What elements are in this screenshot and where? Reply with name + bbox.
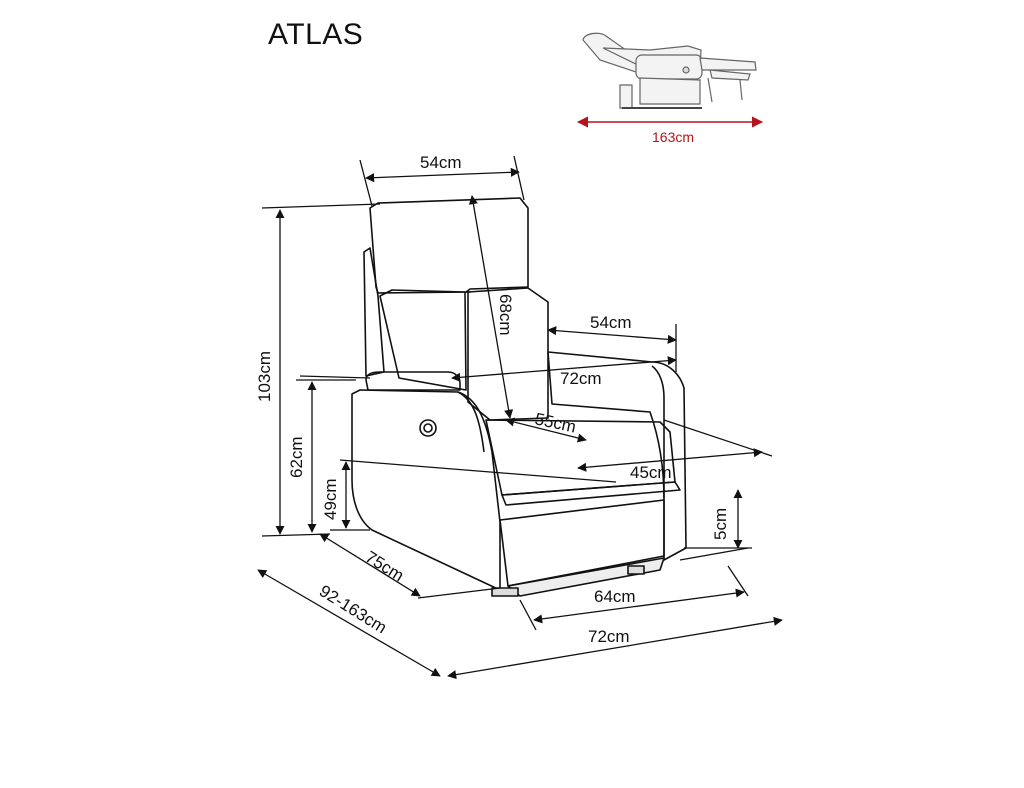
product-title: ATLAS: [268, 18, 364, 51]
foot-height-label: 5cm: [711, 508, 730, 540]
inner-width-label: 72cm: [560, 369, 602, 388]
seat-width-label: 45cm: [630, 463, 672, 482]
backrest-height-label: 68cm: [496, 294, 515, 336]
reclined-length-label: 163cm: [652, 129, 694, 145]
armrest-height-label: 62cm: [287, 436, 306, 478]
recliner-chair: [351, 197, 687, 597]
seat-height-label: 49cm: [321, 478, 340, 520]
total-height-label: 103cm: [255, 351, 274, 402]
reclined-chair-thumbnail: [582, 32, 757, 109]
depth-label: 75cm: [362, 547, 407, 585]
armrest-depth-label: 54cm: [590, 313, 632, 332]
base-width-label: 64cm: [594, 587, 636, 606]
depth-reclined-label: 92-163cm: [316, 581, 390, 637]
seat-depth-label: 55cm: [533, 409, 578, 436]
dimension-lines: [257, 155, 783, 680]
total-width-label: 72cm: [588, 627, 630, 646]
headrest-width-label: 54cm: [420, 153, 462, 172]
